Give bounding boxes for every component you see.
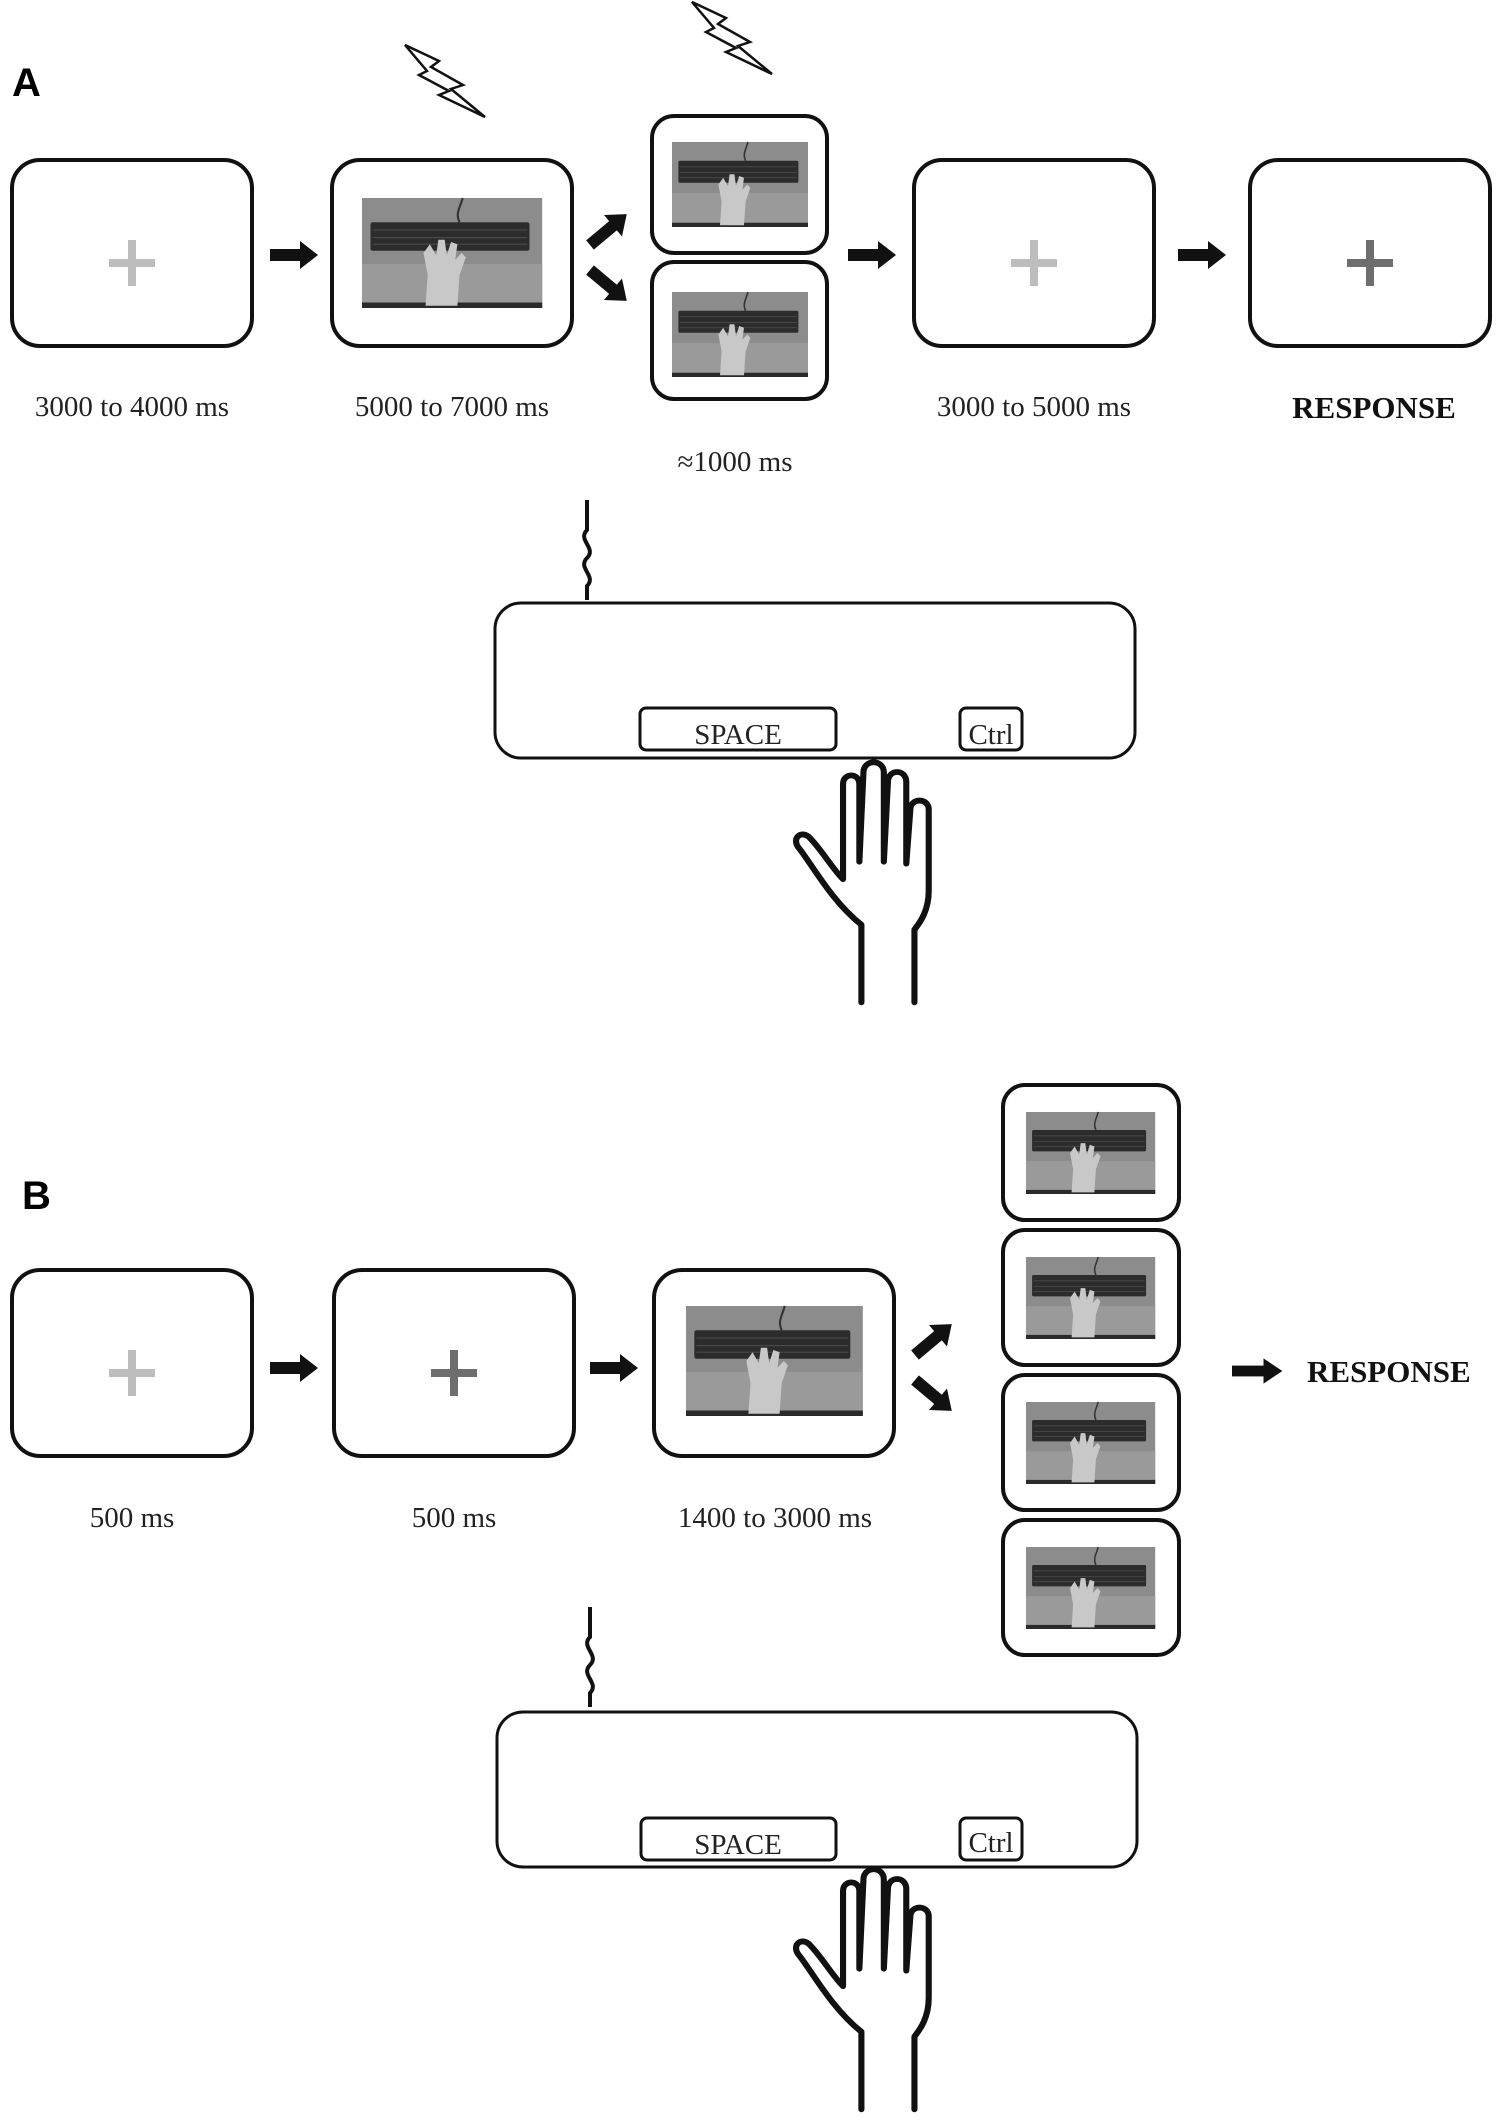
arrow-down-right-icon — [906, 1369, 961, 1422]
ctrl-key-label: Ctrl — [968, 1827, 1013, 1859]
arrow-right-icon — [590, 1354, 638, 1382]
fixation-cross-icon — [109, 240, 155, 286]
arrow-right-icon — [270, 241, 318, 269]
panel-a-response-screen — [1248, 158, 1492, 348]
arrow-right-icon — [848, 241, 896, 269]
ctrl-key — [958, 706, 1024, 752]
space-key — [638, 706, 838, 752]
panel-a-fixation-1-duration: 3000 to 4000 ms — [35, 391, 229, 423]
ctrl-key — [958, 1816, 1024, 1862]
lightning-icon — [403, 43, 487, 119]
arrow-right-icon — [1178, 241, 1226, 269]
fixation-cross-icon — [431, 1350, 477, 1396]
fixation-cross-icon — [1347, 240, 1393, 286]
hand-icon — [796, 1869, 929, 2109]
arrow-right-icon — [1232, 1358, 1283, 1384]
panel-a-response-label: RESPONSE — [1292, 390, 1456, 425]
ctrl-key-label: Ctrl — [968, 719, 1013, 751]
lightning-icon — [690, 0, 774, 76]
panel-a-fixation-screen-2 — [912, 158, 1156, 348]
space-key — [639, 1816, 838, 1862]
panel-a-outcome-screen-2 — [650, 260, 829, 401]
cable-icon — [582, 498, 592, 602]
arrow-up-right-icon — [581, 203, 636, 256]
fixation-cross-icon — [1011, 240, 1057, 286]
keyboard-hand-photo — [684, 1304, 864, 1418]
panel-b-outcome-screen-4 — [1001, 1518, 1181, 1657]
fixation-cross-icon — [109, 1350, 155, 1396]
panel-a-keyboard: SPACE Ctrl — [493, 601, 1137, 760]
panel-a-fixation-screen-1 — [10, 158, 254, 348]
panel-b-fixation-1-duration: 500 ms — [90, 1502, 175, 1534]
panel-a-outcome-screen-1 — [650, 114, 829, 255]
panel-b-outcome-screen-2 — [1001, 1228, 1181, 1367]
hand-icon — [796, 762, 929, 1002]
panel-a-video-screen — [330, 158, 574, 348]
panel-b-fixation-screen-1 — [10, 1268, 254, 1458]
panel-a-video-duration: 5000 to 7000 ms — [355, 391, 549, 423]
panel-b-fixation-2-duration: 500 ms — [412, 1502, 497, 1534]
panel-b-outcome-screen-1 — [1001, 1083, 1181, 1222]
panel-a-fixation-2-duration: 3000 to 5000 ms — [937, 391, 1131, 423]
panel-a-label: A — [12, 61, 41, 105]
panel-b-keyboard: SPACE Ctrl — [495, 1710, 1139, 1869]
arrow-right-icon — [270, 1354, 318, 1382]
panel-b-outcome-screen-3 — [1001, 1373, 1181, 1512]
panel-b-fixation-screen-2 — [332, 1268, 576, 1458]
arrow-up-right-icon — [906, 1313, 961, 1366]
space-key-label: SPACE — [694, 1829, 782, 1861]
arrow-down-right-icon — [581, 259, 636, 312]
cable-icon — [585, 1605, 595, 1709]
space-key-label: SPACE — [694, 719, 782, 751]
panel-b-label: B — [22, 1174, 51, 1218]
panel-b-response-label: RESPONSE — [1307, 1354, 1471, 1389]
panel-a-outcome-duration: ≈1000 ms — [677, 446, 792, 478]
panel-b-video-duration: 1400 to 3000 ms — [678, 1502, 872, 1534]
panel-b-video-screen — [652, 1268, 896, 1458]
keyboard-hand-photo — [360, 196, 544, 310]
